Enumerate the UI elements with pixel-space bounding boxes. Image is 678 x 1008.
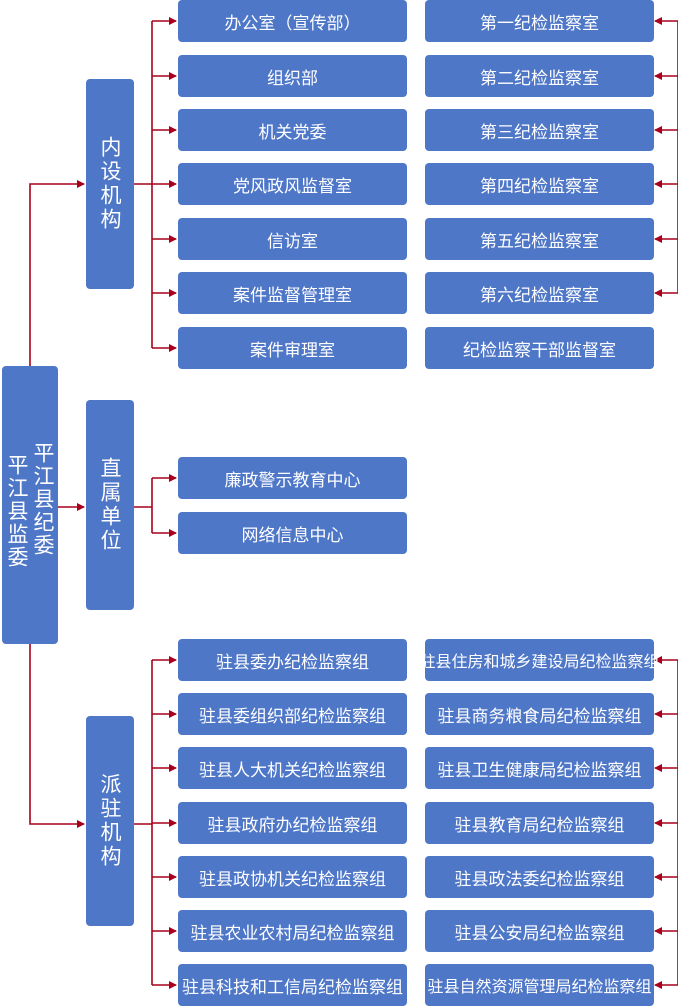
category-internal: 内设机构	[86, 79, 134, 289]
direct-unit-item: 廉政警示教育中心	[178, 457, 407, 499]
category-dispatched: 派驻机构	[86, 716, 134, 926]
category-direct-label: 直属单位	[98, 457, 122, 553]
internal-left-item: 案件审理室	[178, 327, 407, 369]
dispatched-right-item: 驻县政法委纪检监察组	[425, 856, 654, 898]
internal-left-item: 办公室（宣传部）	[178, 0, 407, 42]
dispatched-right-item: 驻县公安局纪检监察组	[425, 910, 654, 952]
dispatched-right-item: 驻县教育局纪检监察组	[425, 802, 654, 844]
dispatched-left-item: 驻县科技和工信局纪检监察组	[178, 964, 407, 1006]
internal-right-item: 第一纪检监察室	[425, 0, 654, 42]
dispatched-right-item: 驻县卫生健康局纪检监察组	[425, 747, 654, 789]
dispatched-left-item: 驻县委组织部纪检监察组	[178, 693, 407, 735]
root-label-line1: 平江县纪委	[31, 441, 55, 557]
internal-left-item: 党风政风监督室	[178, 163, 407, 205]
dispatched-left-item: 驻县委办纪检监察组	[178, 639, 407, 681]
root-node: 平江县纪委 平江县监委	[2, 366, 58, 644]
internal-right-item: 第四纪检监察室	[425, 163, 654, 205]
internal-right-item: 第二纪检监察室	[425, 55, 654, 97]
direct-unit-item: 网络信息中心	[178, 512, 407, 554]
internal-right-item: 第六纪检监察室	[425, 272, 654, 314]
internal-right-item: 第三纪检监察室	[425, 109, 654, 151]
internal-right-item: 第五纪检监察室	[425, 218, 654, 260]
internal-left-item: 案件监督管理室	[178, 272, 407, 314]
dispatched-right-item: 驻县自然资源管理局纪检监察组	[425, 964, 654, 1006]
dispatched-left-item: 驻县人大机关纪检监察组	[178, 747, 407, 789]
internal-left-item: 组织部	[178, 55, 407, 97]
internal-left-item: 信访室	[178, 218, 407, 260]
root-label: 平江县纪委 平江县监委	[4, 442, 56, 569]
dispatched-right-item: 驻县商务粮食局纪检监察组	[425, 693, 654, 735]
dispatched-left-item: 驻县政协机关纪检监察组	[178, 856, 407, 898]
root-label-line2: 平江县监委	[5, 453, 29, 569]
category-direct: 直属单位	[86, 400, 134, 610]
dispatched-left-item: 驻县政府办纪检监察组	[178, 802, 407, 844]
internal-left-item: 机关党委	[178, 109, 407, 151]
internal-right-item: 纪检监察干部监督室	[425, 327, 654, 369]
category-dispatched-label: 派驻机构	[98, 773, 122, 869]
dispatched-left-item: 驻县农业农村局纪检监察组	[178, 910, 407, 952]
dispatched-right-item: 驻县住房和城乡建设局纪检监察组	[420, 639, 660, 681]
category-internal-label: 内设机构	[98, 136, 122, 232]
